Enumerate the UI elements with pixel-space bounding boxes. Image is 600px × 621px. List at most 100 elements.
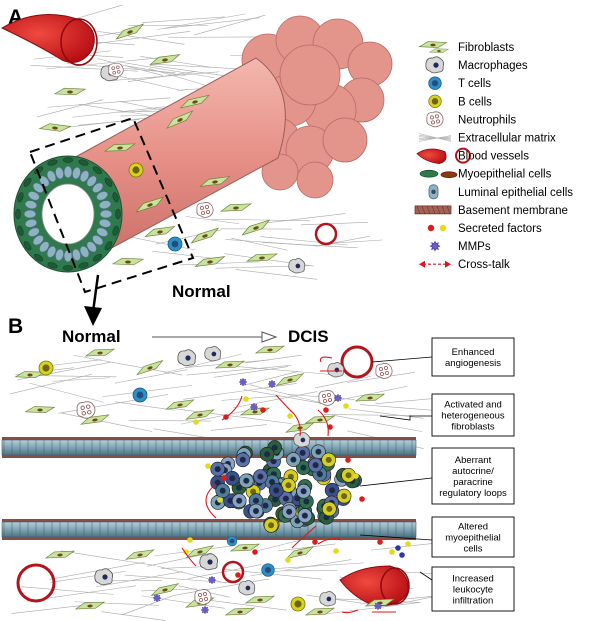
mmp-marker (373, 601, 383, 611)
secreted-factor (193, 419, 199, 425)
fibroblast-cell (80, 414, 110, 425)
fibroblast-cell (150, 583, 180, 596)
panel-a-cells (38, 23, 306, 274)
legend-item-luminal: Luminal epithelial cells (428, 184, 573, 200)
dcis-cell (215, 483, 230, 499)
dcis-cell (248, 503, 264, 519)
legend-label: Basement membrane (458, 205, 568, 217)
neutrophil-cell (196, 202, 214, 218)
dcis-cell (321, 501, 337, 517)
secreted-factor (389, 549, 395, 555)
legend-item-cross-talk: Cross-talk (419, 259, 510, 271)
callout-line: Activated and (444, 400, 502, 411)
secreted-factor (287, 413, 293, 419)
secreted-factor (399, 552, 405, 558)
legend-label: B cells (458, 96, 492, 108)
legend-item-myoepithelial: Myoepithelial cells (419, 169, 552, 181)
fibroblast-cell (53, 87, 87, 96)
secreted-factor (205, 463, 211, 469)
mmp-marker (200, 605, 210, 615)
legend-label: Neutrophils (458, 114, 516, 126)
secreted-factor (343, 403, 349, 409)
callout-line: autocrine/ (452, 466, 494, 477)
ecm-icon (418, 133, 452, 142)
t-cell (428, 76, 442, 90)
dcis-cell (235, 452, 251, 468)
progression-arrow-head (261, 331, 278, 343)
legend-label: Luminal epithelial cells (458, 187, 573, 199)
panel-b-dcis-label: DCIS (288, 327, 329, 346)
panel-a-normal-label: Normal (172, 282, 231, 301)
mmp-marker (152, 593, 162, 603)
fibroblast-cell (38, 123, 72, 132)
dcis-cell (281, 477, 296, 493)
panel-b: B Normal DCIS EnhancedangiogenesisActiva… (1, 315, 515, 621)
legend-item-t-cell: T cells (428, 76, 491, 90)
cross-talk-arrow (341, 609, 359, 614)
fibroblast-cell (190, 227, 220, 244)
panel-b-normal-label: Normal (62, 327, 121, 346)
bottom-epithelial-layer (1, 519, 417, 540)
neutrophil-cell (194, 589, 212, 605)
top-epithelial-layer (1, 437, 417, 458)
dcis-cell (259, 446, 275, 462)
blood-vessel-icon (416, 147, 471, 165)
fibroblast-cell (44, 550, 76, 559)
cross-talk-arrow (317, 409, 329, 437)
legend-item-b-cell: B cells (428, 94, 492, 108)
fibroblast-cell (135, 196, 165, 213)
legend-label: Secreted factors (458, 223, 542, 235)
t-cell-icon (428, 76, 442, 90)
dcis-cell (263, 517, 279, 533)
mmp-marker (267, 379, 277, 389)
callout-line: paracrine (453, 477, 493, 488)
callout-line: fibroblasts (451, 422, 495, 433)
cross-talk-arrows (181, 356, 396, 614)
macrophage-cell (327, 362, 345, 378)
macrophage-cell (199, 553, 219, 571)
fibroblast-cell (304, 607, 336, 616)
down-arrow-shaft (91, 274, 100, 313)
legend-item-fibroblast: Fibroblasts (418, 41, 514, 54)
dashed-region-outline (28, 116, 195, 294)
fibroblast-cell (111, 257, 145, 266)
mmp-marker (429, 240, 441, 252)
mmp-marker (333, 393, 343, 403)
macrophage-cell (238, 580, 256, 596)
secreted-factor (221, 475, 227, 481)
neutrophil-cell (108, 62, 124, 78)
fibroblast-icon (418, 41, 450, 54)
legend-label: Macrophages (458, 60, 528, 72)
fibroblast-cell (115, 23, 145, 40)
neutrophil-cell (76, 401, 96, 419)
mmp-icon (429, 240, 441, 252)
fibroblast-legend-cell (428, 48, 450, 54)
neutrophil-cell (318, 390, 336, 406)
extracellular-matrix-fibers (25, 4, 383, 280)
cross-talk-arrow (221, 395, 243, 421)
legend-label: Myoepithelial cells (458, 169, 552, 181)
legend-item-macrophage: Macrophages (425, 56, 528, 74)
secreted-factor (312, 539, 318, 545)
secreted-factor (333, 548, 339, 554)
secreted-factor (353, 473, 359, 479)
legend-item-neutrophil: Neutrophils (426, 111, 516, 128)
fibroblast-cell (199, 176, 231, 187)
dcis-cell (239, 473, 254, 489)
fibroblast-cell (224, 607, 256, 616)
mmp-marker (207, 575, 217, 585)
legend-item-mmp: MMPs (429, 240, 491, 253)
callout-line: Aberrant (455, 455, 492, 466)
secreted-factor (187, 537, 193, 543)
callout-line: regulatory loops (439, 488, 507, 499)
secreted-factor (235, 572, 241, 578)
mammary-duct (69, 57, 286, 265)
secreted-factor (405, 541, 411, 547)
neutrophil-cell (375, 363, 393, 379)
panel-b-cells (14, 345, 411, 616)
neutrophil-cell (426, 111, 444, 128)
b-cell-icon (428, 94, 442, 108)
dcis-cell-cluster (210, 440, 362, 533)
